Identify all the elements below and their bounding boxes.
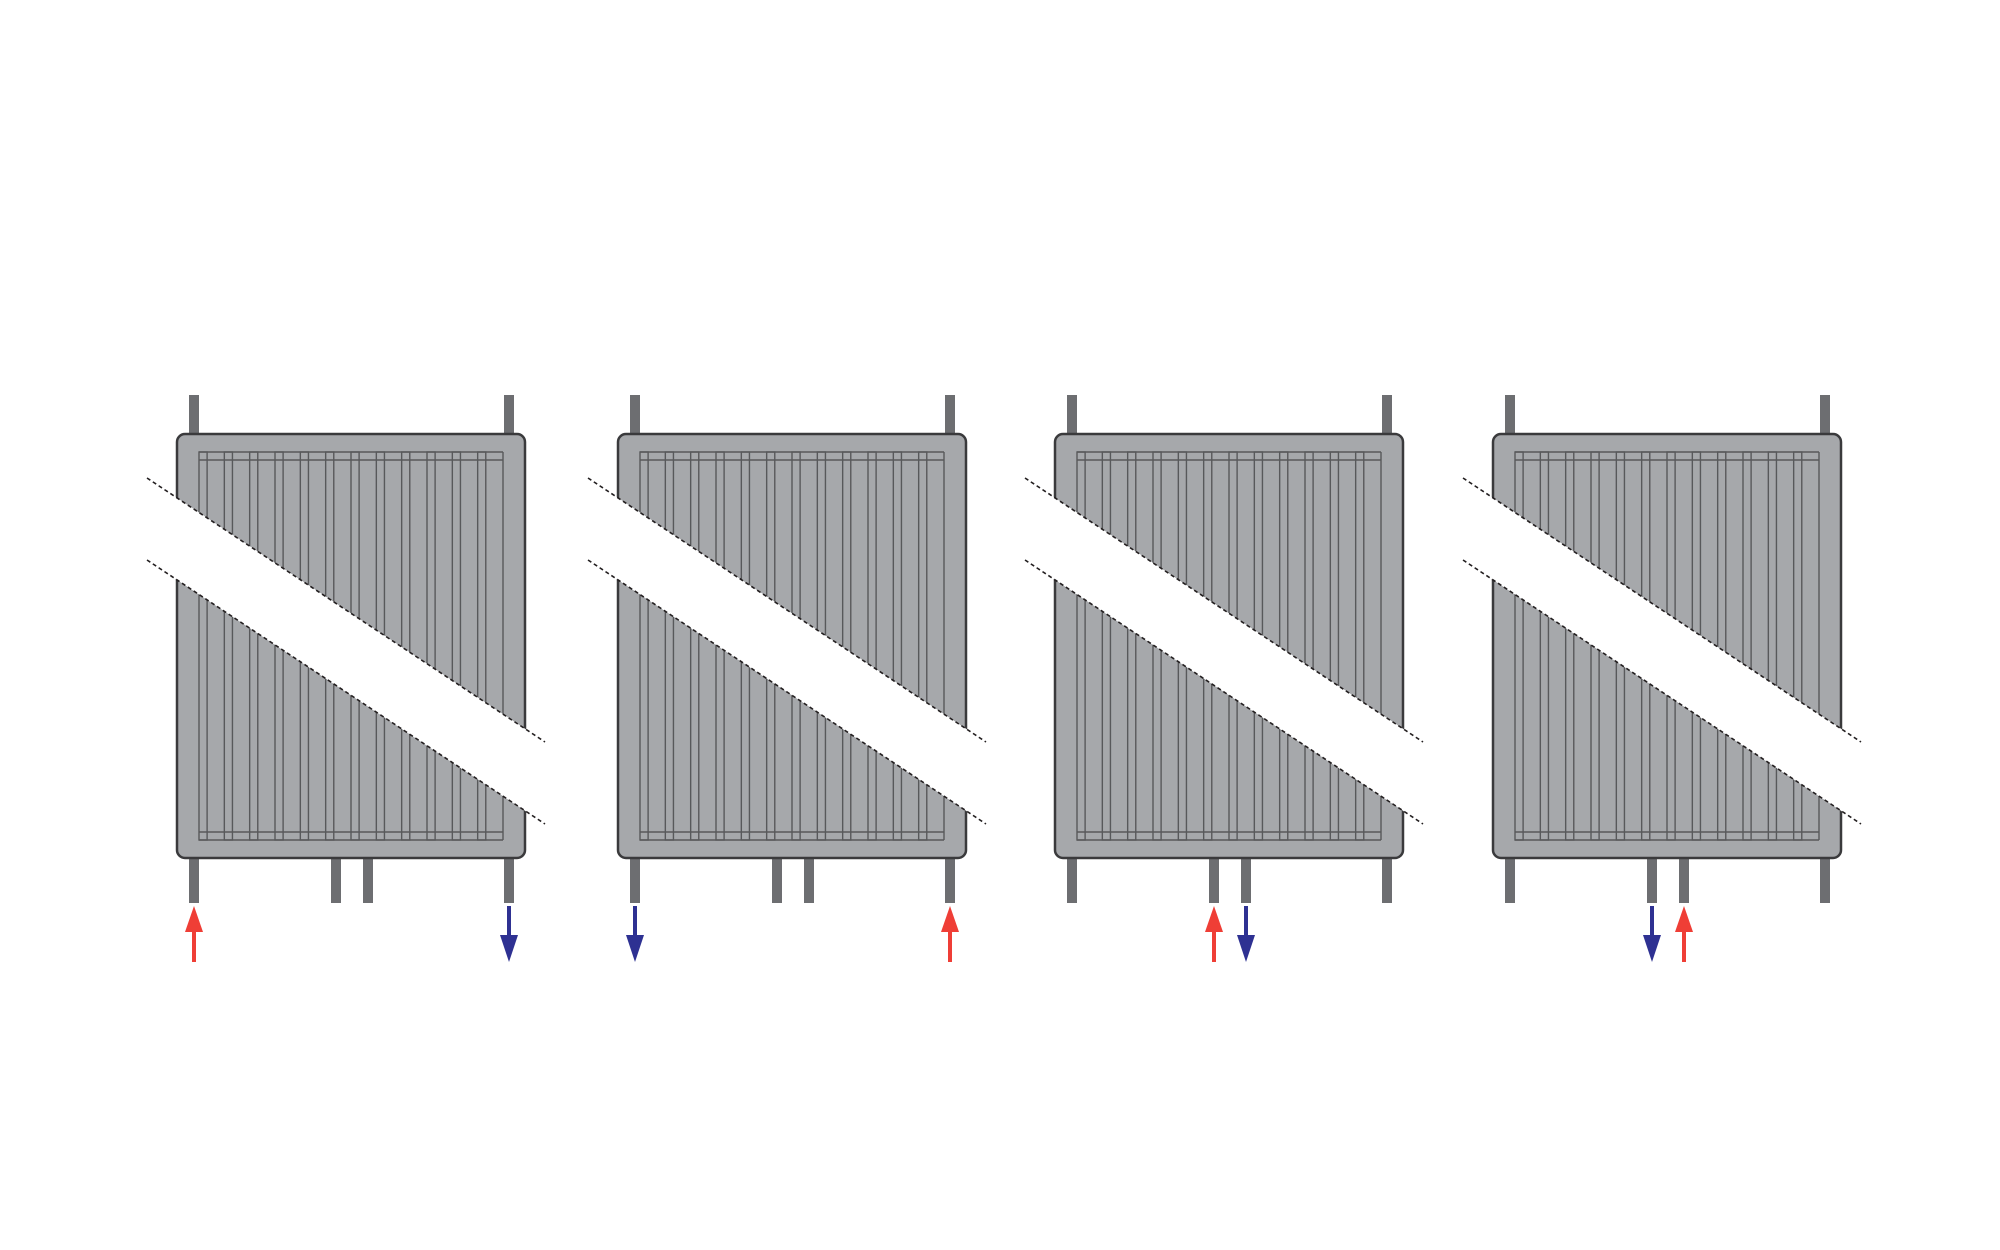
arrow-down-icon [500,906,518,962]
arrow-shaft [1650,906,1654,938]
bottom-pipe-center-left [772,854,782,903]
radiator-column [1278,451,1289,841]
radiator-column [689,451,700,841]
radiator-column [1101,451,1112,841]
top-pipe-left [1505,395,1515,438]
radiator-column [400,451,411,841]
break-line-top [1024,477,1424,743]
radiator-column [476,451,487,841]
radiator-column [892,451,903,841]
arrow-head [941,906,959,932]
arrow-down-icon [1643,906,1661,962]
top-pipe-right [945,395,955,438]
arrow-head [1205,906,1223,932]
bottom-pipe-right [945,854,955,903]
arrow-head [1643,935,1661,962]
break-line-bottom [587,559,987,825]
radiator-column [1539,451,1550,841]
bottom-pipe-center-right [1241,854,1251,903]
radiator-icon-3 [1024,395,1424,962]
bottom-pipe-right [1382,854,1392,903]
bottom-pipe-center-left [1647,854,1657,903]
arrow-shaft [1212,928,1216,962]
radiator-column [867,451,877,841]
radiator-column [1514,451,1524,841]
arrow-up-icon [1205,906,1223,962]
arrow-shaft [633,906,637,938]
radiator-column [1304,451,1314,841]
bottom-pipe-center-right [804,854,814,903]
radiator-icon-4 [1462,395,1862,962]
radiator-icon-2 [587,395,987,962]
radiator-column [426,451,436,841]
arrow-shaft [192,928,196,962]
radiator-column [1076,451,1086,841]
top-pipe-right [1382,395,1392,438]
top-pipe-right [1820,395,1830,438]
bottom-pipe-right [504,854,514,903]
top-pipe-left [630,395,640,438]
bottom-pipe-center-left [331,854,341,903]
arrow-head [185,906,203,932]
bottom-pipe-right [1820,854,1830,903]
radiator-column [1126,451,1137,841]
radiator-column [1742,451,1752,841]
arrow-head [626,935,644,962]
bottom-pipe-left [630,854,640,903]
arrow-shaft [1682,928,1686,962]
break-line-top [587,477,987,743]
radiator-column [664,451,675,841]
arrow-up-icon [1675,906,1693,962]
break-line-bottom [1462,559,1862,825]
break-gap [588,478,986,824]
radiator-column [1329,451,1340,841]
arrow-shaft [948,928,952,962]
break-line-top [1462,477,1862,743]
break-line-bottom [146,559,546,825]
arrow-shaft [1244,906,1248,938]
break-line-top [146,477,546,743]
bottom-pipe-center-left [1209,854,1219,903]
radiator-column [248,451,259,841]
break-gap [1463,478,1861,824]
radiator-column [1792,451,1803,841]
radiator-icon-1 [146,395,546,962]
break-gap [147,478,545,824]
top-pipe-left [1067,395,1077,438]
radiator-column [917,451,928,841]
radiator-column [841,451,852,841]
radiator-column [639,451,649,841]
radiator-column [1716,451,1727,841]
arrow-shaft [507,906,511,938]
bottom-pipe-center-right [1679,854,1689,903]
top-pipe-left [189,395,199,438]
break-line-bottom [1024,559,1424,825]
arrow-head [500,935,518,962]
bottom-pipe-left [189,854,199,903]
bottom-pipe-center-right [363,854,373,903]
radiator-column [223,451,234,841]
bottom-pipe-left [1067,854,1077,903]
radiator-column [198,451,208,841]
arrow-up-icon [941,906,959,962]
break-gap [1025,478,1423,824]
radiator-column [1767,451,1778,841]
arrow-head [1237,935,1255,962]
radiator-column [1564,451,1575,841]
top-pipe-right [504,395,514,438]
arrow-down-icon [626,906,644,962]
arrow-down-icon [1237,906,1255,962]
radiator-column [1354,451,1365,841]
arrow-head [1675,906,1693,932]
bottom-pipe-left [1505,854,1515,903]
radiator-column [451,451,462,841]
arrow-up-icon [185,906,203,962]
